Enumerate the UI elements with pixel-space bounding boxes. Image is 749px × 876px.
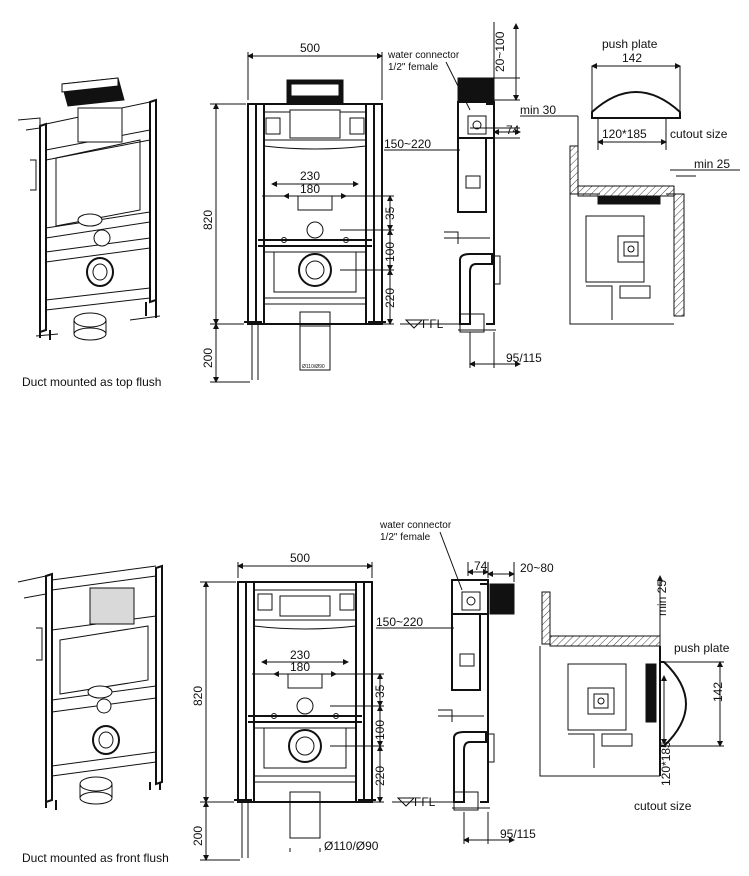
cutout-dim-top: 120*185 (602, 127, 647, 141)
dim-95-115-bottom: 95/115 (500, 827, 536, 841)
cutout-size-top: cutout size (670, 127, 728, 141)
dim-150-220-top: 150~220 (384, 137, 431, 151)
pipe-label-bottom: Ø110/Ø90 (324, 839, 379, 853)
dim-220-top: 220 (383, 288, 397, 308)
top-caption: Duct mounted as top flush (22, 375, 161, 389)
dim-820-bottom: 820 (191, 686, 205, 706)
dim-230-top: 230 (300, 169, 320, 183)
dim-100-top: 100 (383, 242, 397, 262)
dim-142-bottom: 142 (711, 682, 725, 702)
side-view-bottom (438, 579, 515, 811)
detail-bottom: min 25 push plate 142 120*185 cutout siz… (539, 575, 730, 813)
side-dims-bottom: water connector 1/2" female 74 20~80 150… (376, 520, 554, 844)
push-plate-top: push plate (602, 37, 658, 51)
dim-35-bottom: 35 (373, 684, 387, 698)
front-dims-bottom: 500 820 200 230 180 35 100 220 Ø110/Ø90 (191, 551, 387, 861)
front-view-top: Ø110/Ø90 (244, 79, 386, 380)
front-view-bottom (234, 581, 376, 858)
side-view-top (444, 77, 501, 333)
iso-frame-bottom (17, 564, 163, 810)
dim-200-bottom: 200 (191, 826, 205, 846)
dim-100-bottom: 100 (373, 720, 387, 740)
bottom-caption: Duct mounted as front flush (22, 851, 169, 865)
min-25-top: min 25 (694, 157, 730, 171)
water-connector-top: water connector (387, 50, 460, 61)
dim-74-top: 74 (506, 123, 520, 137)
pipe-mark-top: Ø110/Ø90 (302, 364, 325, 370)
dim-500-bottom: 500 (290, 551, 310, 565)
water-connector-size-bottom: 1/2" female (380, 532, 431, 543)
water-connector-size-top: 1/2" female (388, 62, 439, 73)
dim-220-bottom: 220 (373, 766, 387, 786)
dim-230-bottom: 230 (290, 648, 310, 662)
cutout-dim-bottom: 120*185 (659, 741, 673, 786)
iso-frame-top (17, 77, 161, 341)
dim-20-100-top: 20~100 (493, 31, 507, 72)
dim-500-top: 500 (300, 41, 320, 55)
push-plate-bottom: push plate (674, 641, 730, 655)
dim-180-top: 180 (300, 182, 320, 196)
dim-35-top: 35 (383, 206, 397, 220)
dim-20-80-bottom: 20~80 (520, 561, 554, 575)
dim-74-bottom: 74 (474, 559, 488, 573)
ffl-bottom: FFL (414, 795, 436, 809)
dim-200-top: 200 (201, 348, 215, 368)
cutout-size-bottom: cutout size (634, 799, 692, 813)
dim-95-115-top: 95/115 (506, 351, 542, 365)
dim-142-top: 142 (622, 51, 642, 65)
top-section: Duct mounted as top flush (17, 22, 740, 389)
min-25-bottom: min 25 (655, 580, 669, 616)
dim-820-top: 820 (201, 210, 215, 230)
min-30-top: min 30 (520, 103, 556, 117)
bottom-section: Duct mounted as front flush (17, 520, 730, 865)
water-connector-bottom: water connector (379, 520, 452, 531)
front-dims-top: 500 820 200 230 180 35 100 220 (201, 41, 397, 383)
dim-180-bottom: 180 (290, 660, 310, 674)
dim-150-220-bottom: 150~220 (376, 615, 423, 629)
ffl-top: FFL (422, 317, 444, 331)
side-dims-top: 20~100 water connector 1/2" female 74 15… (384, 22, 542, 368)
detail-top: push plate 142 min 30 120*185 cutout siz… (520, 37, 740, 325)
